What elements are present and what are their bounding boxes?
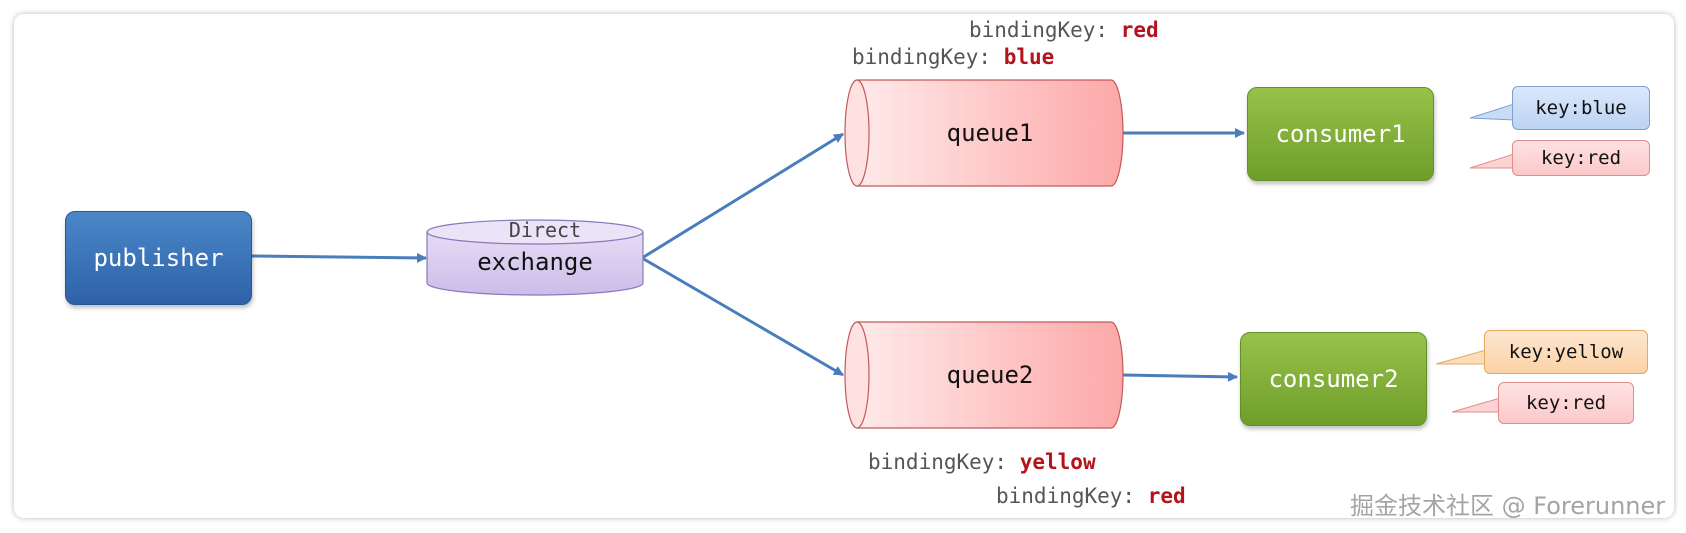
queue2-binding-yellow: bindingKey: yellow <box>868 450 1096 474</box>
bubble-tail-consumer1-blue <box>1469 103 1515 121</box>
publisher-label: publisher <box>93 244 224 272</box>
queue2-binding-red: bindingKey: red <box>996 484 1186 508</box>
consumer2-message-red: key:red <box>1498 382 1634 424</box>
queue1-label: queue1 <box>946 119 1034 147</box>
binding-key: red <box>1120 18 1159 42</box>
consumer1-message-red: key:red <box>1512 140 1650 176</box>
publisher-node: publisher <box>65 211 252 305</box>
consumer2-label: consumer2 <box>1268 365 1399 393</box>
bubble-tail-consumer1-red <box>1469 153 1515 169</box>
queue1-binding-red: bindingKey: red <box>969 18 1159 42</box>
arrow-exchange-to-queue1 <box>641 132 844 260</box>
binding-key: blue <box>1003 45 1055 69</box>
message-label: key:red <box>1540 147 1622 169</box>
bubble-tail-consumer2-yellow <box>1435 349 1487 365</box>
message-label: key:yellow <box>1508 341 1624 363</box>
queue2-node <box>844 321 1124 429</box>
consumer1-label: consumer1 <box>1275 120 1406 148</box>
binding-prefix: bindingKey: <box>868 450 1008 474</box>
queue1-node <box>844 79 1124 187</box>
binding-prefix: bindingKey: <box>852 45 992 69</box>
exchange-name-label: exchange <box>477 248 593 276</box>
consumer2-message-yellow: key:yellow <box>1484 330 1648 374</box>
message-label: key:blue <box>1535 97 1627 119</box>
binding-prefix: bindingKey: <box>996 484 1136 508</box>
consumer2-node: consumer2 <box>1240 332 1427 426</box>
watermark: 掘金技术社区 @ Forerunner <box>1350 492 1666 520</box>
binding-prefix: bindingKey: <box>969 18 1109 42</box>
arrow-exchange-to-queue2 <box>641 256 844 377</box>
arrow-publisher-to-exchange <box>249 252 427 263</box>
binding-key: yellow <box>1019 450 1096 474</box>
queue2-label: queue2 <box>946 361 1034 389</box>
bubble-tail-consumer2-red <box>1451 397 1501 413</box>
exchange-type-label: Direct <box>508 218 582 242</box>
message-label: key:red <box>1525 392 1607 414</box>
consumer1-node: consumer1 <box>1247 87 1434 181</box>
queue1-binding-blue: bindingKey: blue <box>852 45 1054 69</box>
binding-key: red <box>1147 484 1186 508</box>
exchange-node <box>426 219 644 296</box>
consumer1-message-blue: key:blue <box>1512 86 1650 130</box>
arrow-queue2-to-consumer2 <box>1122 371 1238 382</box>
